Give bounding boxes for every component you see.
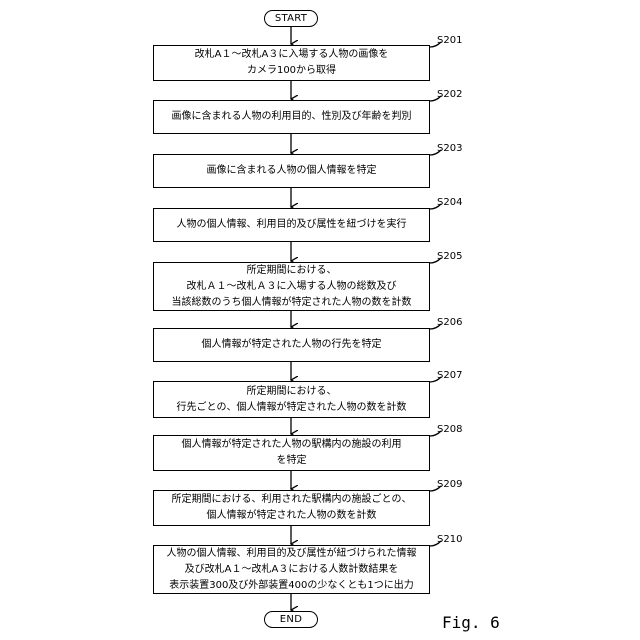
step-s204-id: S204 [437,197,462,208]
step-s209-line-1: 所定期間における、利用された駅構内の施設ごとの、 [172,492,412,508]
step-s203-id: S203 [437,143,462,154]
step-s207-line-2: 行先ごとの、個人情報が特定された人物の数を計数 [177,400,407,416]
step-s209-line-2: 個人情報が特定された人物の数を計数 [207,508,377,524]
step-s202: 画像に含まれる人物の利用目的、性別及び年齢を判別 [153,100,430,134]
step-s205: 所定期間における、 改札Ａ１～改札Ａ３に入場する人物の総数及び 当該総数のうち個… [153,262,430,311]
step-s209-id: S209 [437,479,462,490]
start-terminal: START [264,10,318,27]
step-s203-line-1: 画像に含まれる人物の個人情報を特定 [207,163,377,179]
end-terminal: END [264,611,318,628]
step-s205-id: S205 [437,251,462,262]
step-s206-line-1: 個人情報が特定された人物の行先を特定 [202,337,382,353]
step-s210-line-3: 表示装置300及び外部装置400の少なくとも1つに出力 [169,578,414,594]
start-label: START [275,13,307,24]
step-s206-id: S206 [437,317,462,328]
figure-label: Fig. 6 [442,613,500,632]
step-s207-line-1: 所定期間における、 [247,384,337,400]
step-s207-id: S207 [437,370,462,381]
step-s208-line-1: 個人情報が特定された人物の駅構内の施設の利用 [182,437,402,453]
step-s202-line-1: 画像に含まれる人物の利用目的、性別及び年齢を判別 [172,109,412,125]
step-s201-line-1: 改札A１～改札A３に入場する人物の画像を [195,47,389,63]
step-s207: 所定期間における、 行先ごとの、個人情報が特定された人物の数を計数 [153,381,430,418]
step-s203: 画像に含まれる人物の個人情報を特定 [153,154,430,188]
end-label: END [280,614,302,625]
step-s206: 個人情報が特定された人物の行先を特定 [153,328,430,362]
step-s209: 所定期間における、利用された駅構内の施設ごとの、 個人情報が特定された人物の数を… [153,490,430,526]
step-s208-id: S208 [437,424,462,435]
step-s205-line-2: 改札Ａ１～改札Ａ３に入場する人物の総数及び [187,279,397,295]
step-s201-id: S201 [437,35,462,46]
step-s204-line-1: 人物の個人情報、利用目的及び属性を紐づけを実行 [177,217,407,233]
step-s210: 人物の個人情報、利用目的及び属性が紐づけられた情報 及び改札A１～改札A３におけ… [153,545,430,594]
step-s202-id: S202 [437,89,462,100]
step-s204: 人物の個人情報、利用目的及び属性を紐づけを実行 [153,208,430,242]
step-s205-line-1: 所定期間における、 [247,263,337,279]
step-s208-line-2: を特定 [277,453,307,469]
step-s208: 個人情報が特定された人物の駅構内の施設の利用 を特定 [153,435,430,471]
step-s210-line-2: 及び改札A１～改札A３における人数計数結果を [185,562,399,578]
step-s210-line-1: 人物の個人情報、利用目的及び属性が紐づけられた情報 [167,546,417,562]
step-s201: 改札A１～改札A３に入場する人物の画像を カメラ100から取得 [153,45,430,81]
step-s201-line-2: カメラ100から取得 [247,63,336,79]
step-s205-line-3: 当該総数のうち個人情報が特定された人物の数を計数 [172,295,412,311]
step-s210-id: S210 [437,534,462,545]
